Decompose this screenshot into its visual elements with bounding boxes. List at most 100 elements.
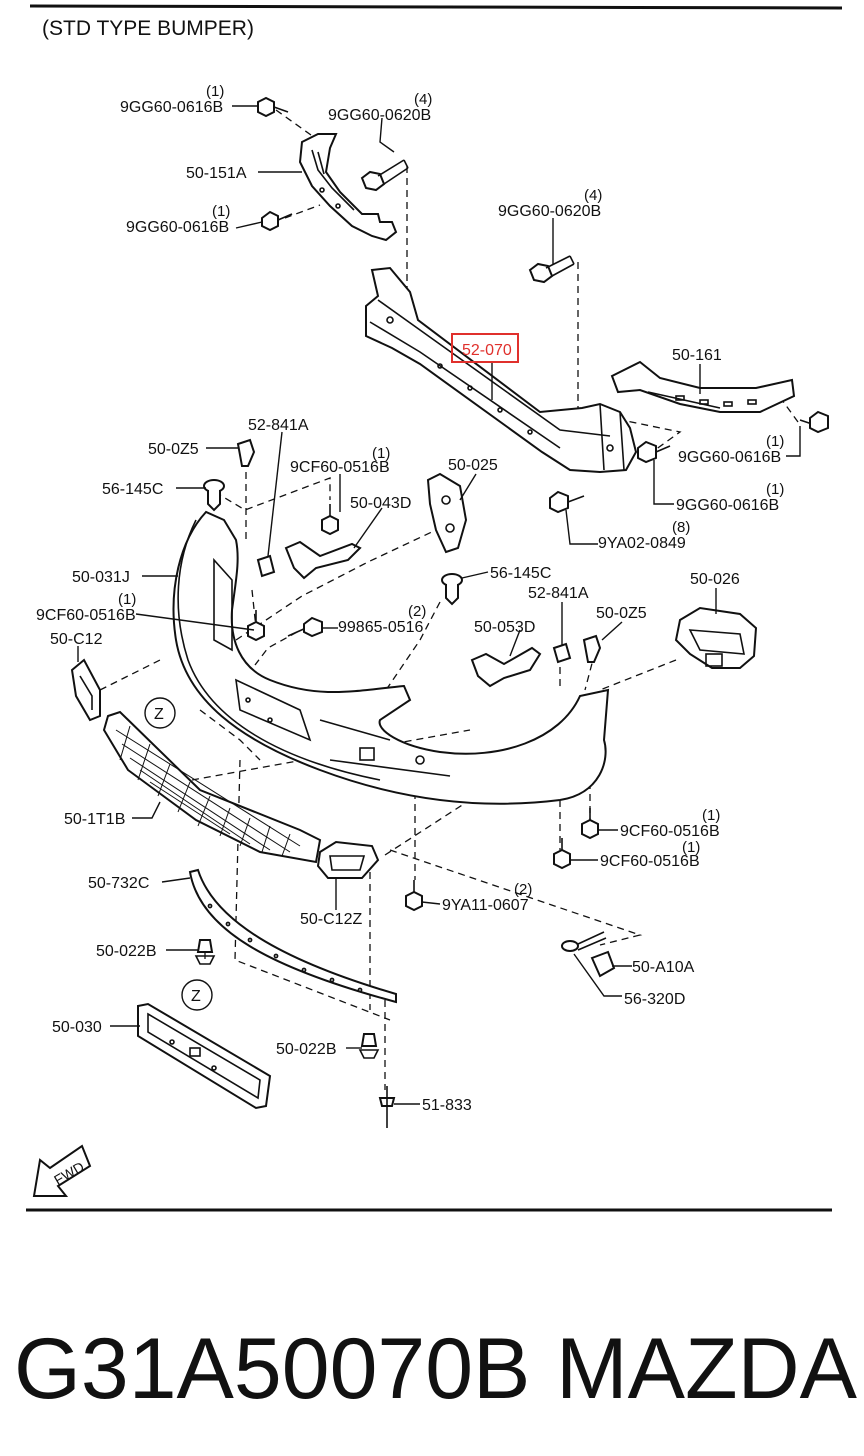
screw-9gg60-0616b-top bbox=[257, 96, 289, 118]
label-50-a10a: 50-A10A bbox=[632, 959, 695, 976]
rivet-51-833 bbox=[378, 1086, 396, 1128]
label-50-151a: 50-151A bbox=[186, 165, 247, 182]
qty-9gg60-0620b-b: (4) bbox=[584, 187, 602, 204]
highlight-box-52-070 bbox=[451, 333, 519, 363]
qty-9cf60-0516b-d: (1) bbox=[682, 839, 700, 856]
bracket-50-161 bbox=[610, 360, 796, 413]
label-50-161: 50-161 bbox=[672, 347, 722, 364]
qty-9gg60-0616b-d: (1) bbox=[766, 481, 784, 498]
label-50-025: 50-025 bbox=[448, 457, 498, 474]
label-50-022b-a: 50-022B bbox=[96, 943, 157, 960]
qty-9gg60-0616b-c: (1) bbox=[766, 433, 784, 450]
qty-9cf60-0516b-b: (1) bbox=[118, 591, 136, 608]
bracket-50-151a bbox=[298, 133, 398, 242]
label-50-732c: 50-732C bbox=[88, 875, 149, 892]
screw-9ya11-0607 bbox=[405, 880, 423, 912]
label-9ya11-0607: 9YA11-0607 bbox=[442, 897, 529, 914]
part-labels: (1) 9GG60-0616B (4) 9GG60-0620B 50-151A … bbox=[36, 83, 784, 1114]
label-9gg60-0616b-d: 9GG60-0616B bbox=[676, 497, 779, 514]
bracket-50-026 bbox=[674, 606, 758, 669]
label-50-022b-b: 50-022B bbox=[276, 1041, 337, 1058]
bezel-50-c12z bbox=[316, 840, 380, 879]
footer-part-number: G31A50070B bbox=[14, 1321, 530, 1417]
label-50-031j: 50-031J bbox=[72, 569, 130, 586]
label-50-0z5-b: 50-0Z5 bbox=[596, 605, 647, 622]
label-50-c12: 50-C12 bbox=[50, 631, 103, 648]
nut-52-841a-b bbox=[552, 642, 572, 664]
footer-brand: MAZDA bbox=[556, 1321, 858, 1417]
clip-56-145c-a bbox=[203, 479, 225, 512]
qty-99865-0516: (2) bbox=[408, 603, 426, 620]
label-52-841a-a: 52-841A bbox=[248, 417, 309, 434]
qty-9ya02-0849: (8) bbox=[672, 519, 690, 536]
label-50-030: 50-030 bbox=[52, 1019, 102, 1036]
callout-z-a-text: Z bbox=[154, 706, 164, 723]
label-9cf60-0516b-d: 9CF60-0516B bbox=[600, 853, 700, 870]
plate-bracket-50-030 bbox=[137, 1002, 272, 1110]
label-50-053d: 50-053D bbox=[474, 619, 535, 636]
qty-9gg60-0620b-a: (4) bbox=[414, 91, 432, 108]
clip-56-145c-b bbox=[441, 573, 463, 606]
leader-lines bbox=[77, 105, 801, 1105]
diagram-title: (STD TYPE BUMPER) bbox=[42, 17, 254, 40]
nut-52-841a-a bbox=[256, 554, 276, 578]
label-56-145c-b: 56-145C bbox=[490, 565, 551, 582]
qty-9ya11-0607: (2) bbox=[514, 881, 532, 898]
bumper-cover-50-031j bbox=[172, 510, 610, 805]
forward-arrow-icon: FWD bbox=[32, 1144, 92, 1197]
screw-9cf60-0516b-c bbox=[581, 808, 599, 840]
label-9gg60-0620b-b: 9GG60-0620B bbox=[498, 203, 601, 220]
cover-50-a10a bbox=[590, 950, 616, 978]
molding-50-732c bbox=[188, 868, 397, 1004]
clip-50-0z5-b bbox=[582, 634, 602, 663]
callout-z-b bbox=[181, 979, 213, 1011]
label-50-1t1b: 50-1T1B bbox=[64, 811, 125, 828]
screw-9gg60-0616b-b bbox=[261, 210, 293, 232]
label-50-043d: 50-043D bbox=[350, 495, 411, 512]
label-52-070: 52-070 bbox=[462, 342, 512, 359]
tow-hook-56-320d bbox=[561, 931, 607, 952]
label-9gg60-0616b-b: 9GG60-0616B bbox=[126, 219, 229, 236]
grille-50-1t1b bbox=[102, 710, 322, 864]
clip-50-0z5-a bbox=[236, 438, 256, 467]
label-9gg60-0616b-top: 9GG60-0616B bbox=[120, 99, 223, 116]
screw-9ya02-0849 bbox=[549, 490, 585, 514]
clip-50-022b-b bbox=[358, 1033, 380, 1059]
callout-z-a bbox=[144, 697, 176, 729]
screw-9cf60-0516b-a bbox=[321, 504, 339, 536]
screw-9gg60-0616b-c bbox=[799, 410, 829, 434]
label-51-833: 51-833 bbox=[422, 1097, 472, 1114]
bolt-9gg60-0620b-b bbox=[528, 255, 575, 284]
top-border-line bbox=[29, 4, 843, 10]
qty-9gg60-0616b-top: (1) bbox=[206, 83, 224, 100]
qty-9cf60-0516b-c: (1) bbox=[702, 807, 720, 824]
screw-99865-0516 bbox=[287, 616, 323, 638]
label-9ya02-0849: 9YA02-0849 bbox=[598, 535, 686, 552]
label-50-026: 50-026 bbox=[690, 571, 740, 588]
screw-9cf60-0516b-b bbox=[247, 610, 265, 642]
label-50-c12z: 50-C12Z bbox=[300, 911, 362, 928]
label-52-841a-b: 52-841A bbox=[528, 585, 589, 602]
label-9gg60-0616b-c: 9GG60-0616B bbox=[678, 449, 781, 466]
clip-50-022b-a bbox=[194, 939, 216, 965]
bracket-50-025 bbox=[426, 472, 468, 554]
bracket-50-043d bbox=[284, 540, 362, 580]
bracket-50-053d bbox=[470, 646, 542, 688]
label-56-320d: 56-320D bbox=[624, 991, 685, 1008]
label-56-145c-a: 56-145C bbox=[102, 481, 163, 498]
label-9cf60-0516b-b: 9CF60-0516B bbox=[36, 607, 136, 624]
label-9cf60-0516b-c: 9CF60-0516B bbox=[620, 823, 720, 840]
reinforcement-52-070 bbox=[365, 266, 638, 474]
screw-9gg60-0616b-d bbox=[637, 440, 671, 464]
qty-9cf60-0516b-a: (1) bbox=[372, 445, 390, 462]
label-99865-0516: 99865-0516 bbox=[338, 619, 424, 636]
bezel-50-c12 bbox=[70, 658, 101, 722]
qty-9gg60-0616b-b: (1) bbox=[212, 203, 230, 220]
bolt-9gg60-0620b-a bbox=[360, 159, 409, 192]
screw-9cf60-0516b-d bbox=[553, 838, 571, 870]
label-50-0z5-a: 50-0Z5 bbox=[148, 441, 199, 458]
label-9gg60-0620b-a: 9GG60-0620B bbox=[328, 107, 431, 124]
label-9cf60-0516b-a: 9CF60-0516B bbox=[290, 459, 390, 476]
callout-z-b-text: Z bbox=[191, 988, 201, 1005]
